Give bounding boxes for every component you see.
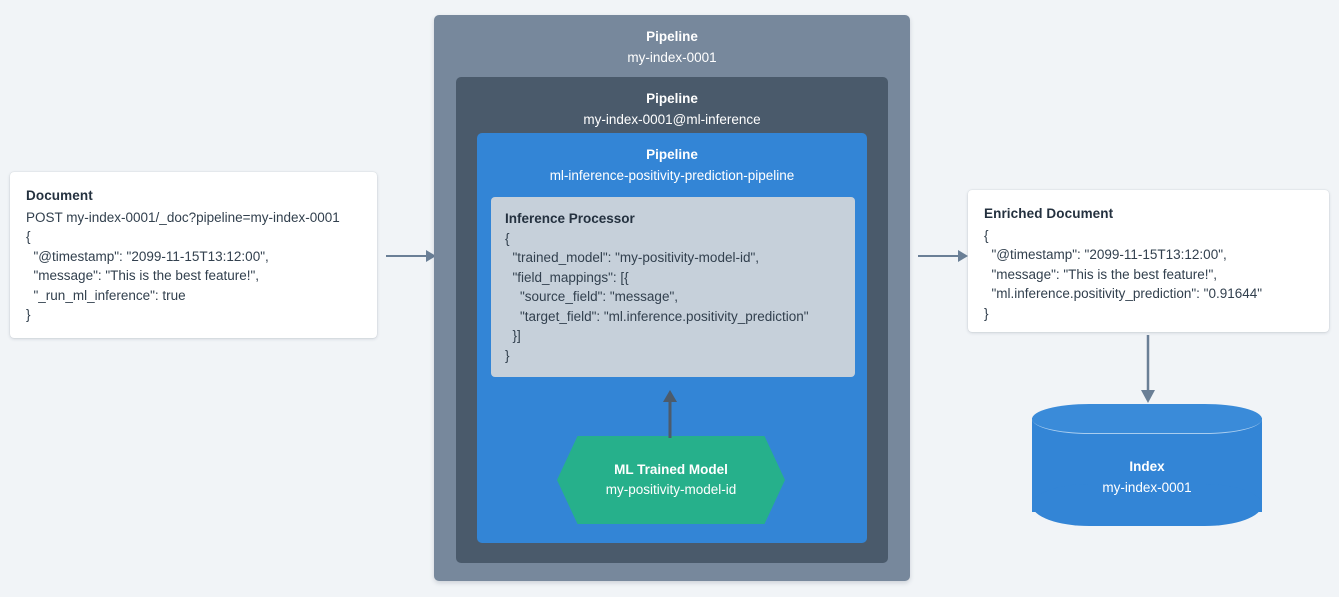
ml-trained-model-hexagon: ML Trained Model my-positivity-model-id [557,436,785,524]
arrow-pipeline-to-enriched-document [918,246,968,266]
ml-trained-model-name: my-positivity-model-id [605,482,737,498]
inference-processor-body-line: { [505,230,510,246]
inference-processor-body-line: "source_field": "message", [505,289,678,305]
pipeline-inner-kind: Pipeline [646,147,698,162]
pipeline-outer-header: Pipeline my-index-0001 [434,15,910,69]
index-cylinder: Index my-index-0001 [1032,404,1262,526]
source-document-request-line: POST my-index-0001/_doc?pipeline=my-inde… [26,209,340,225]
pipeline-outer-name: my-index-0001 [627,49,717,65]
source-document-body-line: { [26,229,31,245]
pipeline-mid-header: Pipeline my-index-0001@ml-inference [456,77,888,131]
inference-processor-body-line: }] [505,328,521,344]
source-document-body-line: "_run_ml_inference": true [26,287,186,303]
ml-trained-model-kind: ML Trained Model [614,461,728,477]
arrow-model-to-processor [661,390,679,438]
cylinder-top-ellipse [1032,404,1262,434]
index-kind: Index [1129,459,1165,474]
source-document-body-line: "@timestamp": "2099-11-15T13:12:00", [26,248,269,264]
pipeline-mid-kind: Pipeline [646,91,698,106]
pipeline-outer-kind: Pipeline [646,29,698,44]
enriched-document-body-line: "ml.inference.positivity_prediction": "0… [984,286,1263,302]
enriched-document-body-line: "message": "This is the best feature!", [984,266,1218,282]
pipeline-mid-name: my-index-0001@ml-inference [583,111,761,127]
source-document-card: Document POST my-index-0001/_doc?pipelin… [10,172,377,338]
enriched-document-title: Enriched Document [984,206,1114,221]
inference-processor-body-line: } [505,347,510,363]
pipeline-inner-name: ml-inference-positivity-prediction-pipel… [549,167,795,183]
source-document-title: Document [26,188,93,203]
inference-processor-body-line: "field_mappings": [{ [505,269,629,285]
source-document-body-line: "message": "This is the best feature!", [26,268,260,284]
index-label: Index my-index-0001 [1032,456,1262,499]
arrow-enriched-document-to-index [1138,335,1158,403]
enriched-document-body-line: "@timestamp": "2099-11-15T13:12:00", [984,247,1227,263]
index-name: my-index-0001 [1102,479,1192,495]
inference-processor-panel: Inference Processor { "trained_model": "… [491,197,855,377]
cylinder-bottom-ellipse [1032,484,1262,526]
enriched-document-card: Enriched Document { "@timestamp": "2099-… [968,190,1329,332]
inference-processor-body-line: "trained_model": "my-positivity-model-id… [505,250,760,266]
enriched-document-body-line: } [984,305,989,321]
source-document-body-line: } [26,307,31,323]
enriched-document-body-line: { [984,227,989,243]
arrow-document-to-pipeline [386,246,436,266]
inference-processor-body-line: "target_field": "ml.inference.positivity… [505,308,809,324]
inference-processor-title: Inference Processor [505,211,635,226]
pipeline-inner-header: Pipeline ml-inference-positivity-predict… [477,133,867,187]
